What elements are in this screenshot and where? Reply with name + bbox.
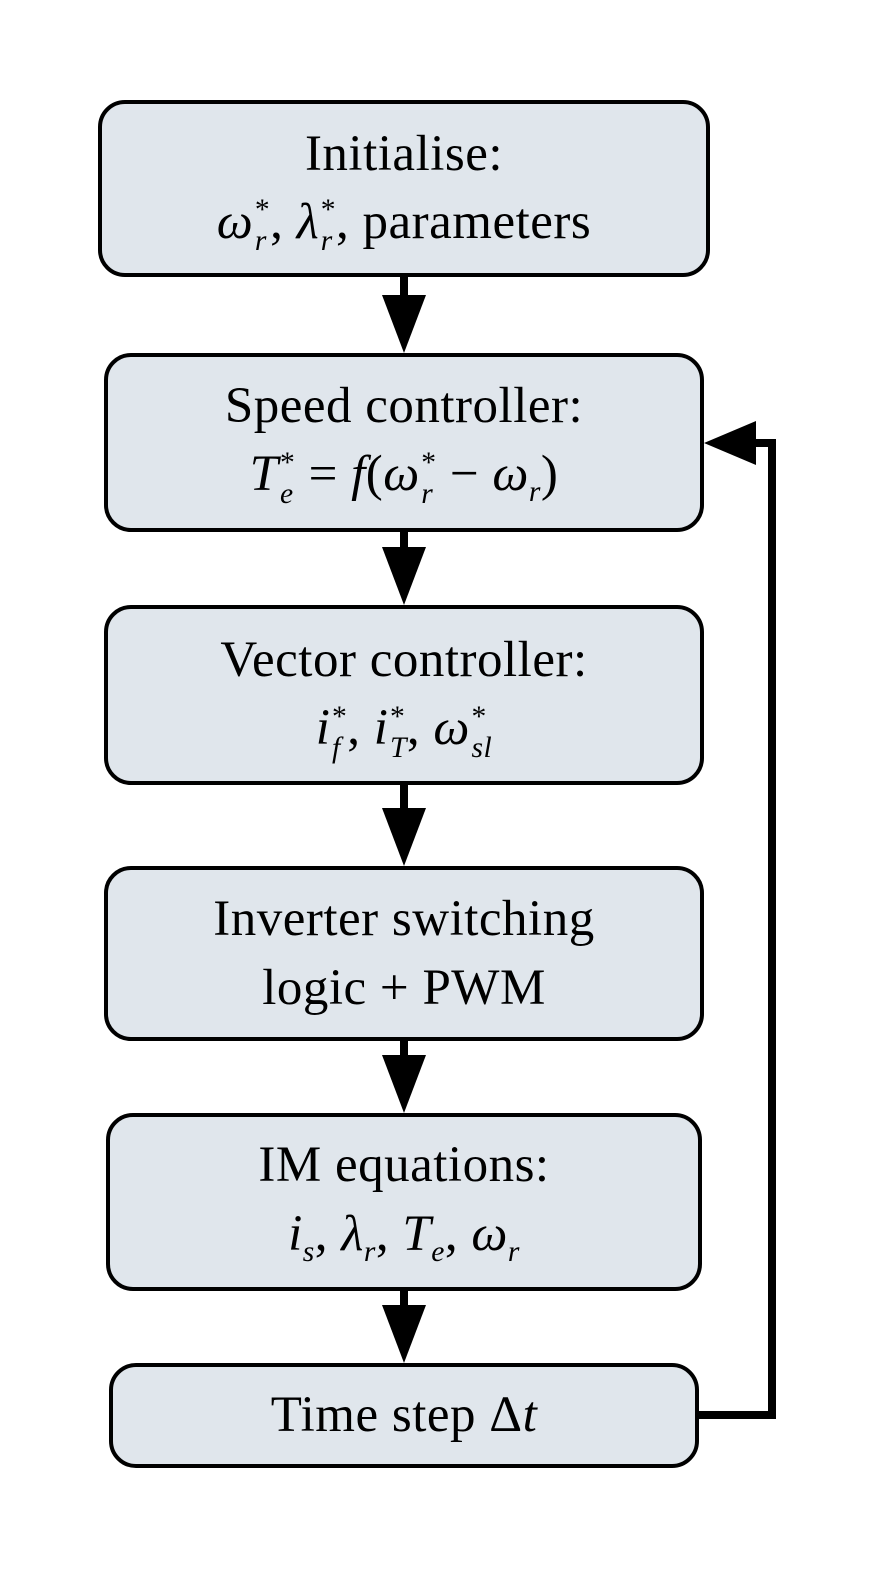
delta-symbol: Δ xyxy=(489,1387,523,1444)
time-symbol: t xyxy=(522,1387,538,1444)
feedback-loop-top-segment xyxy=(748,439,776,447)
vector-math: i*f, i*T, ω*sl xyxy=(315,700,493,764)
im-equations-box: IM equations: is, λr, Te, ωr xyxy=(106,1113,702,1291)
speed-math: T*e = f(ω*r − ωr) xyxy=(249,446,559,510)
arrow-speed-to-vector-line xyxy=(400,532,408,553)
rotor-flux-symbol: λ xyxy=(341,1205,364,1262)
time-step-box: Time step Δt xyxy=(109,1363,699,1468)
lambda-ref-scripts: *r xyxy=(320,194,337,258)
initialise-math: ω*r, λ*r, parameters xyxy=(216,193,592,258)
torque-current-symbol: i xyxy=(373,700,389,757)
torque-ref-symbol: T xyxy=(249,446,279,503)
speed-title: Speed controller: xyxy=(224,377,584,434)
initialise-box: Initialise: ω*r, λ*r, parameters xyxy=(98,100,710,277)
inverter-title-line2: logic + PWM xyxy=(262,959,546,1016)
omega-ref-symbol: ω xyxy=(216,193,254,250)
torque-current-scripts: *T xyxy=(389,700,407,764)
vector-controller-box: Vector controller: i*f, i*T, ω*sl xyxy=(104,605,704,785)
time-step-label: Time step Δt xyxy=(270,1387,538,1444)
im-title: IM equations: xyxy=(258,1137,550,1194)
arrow-im-to-timestep-line xyxy=(400,1291,408,1311)
stator-current-symbol: i xyxy=(288,1205,303,1262)
inverter-title-line1: Inverter switching xyxy=(213,891,595,948)
arrow-down-icon xyxy=(382,808,426,866)
vector-title: Vector controller: xyxy=(220,632,588,689)
arrow-initialise-to-speed-line xyxy=(400,277,408,301)
lambda-ref-symbol: λ xyxy=(296,193,320,250)
torque-symbol: T xyxy=(402,1205,432,1262)
inverter-box: Inverter switching logic + PWM xyxy=(104,866,704,1041)
arrow-vector-to-inverter-line xyxy=(400,785,408,814)
omega-ref-symbol: ω xyxy=(383,446,420,503)
torque-ref-scripts: *e xyxy=(280,446,296,510)
im-math: is, λr, Te, ωr xyxy=(288,1205,520,1268)
slip-speed-scripts: *sl xyxy=(471,700,493,764)
feedback-loop-bottom-segment xyxy=(695,1411,776,1419)
arrow-down-icon xyxy=(382,1305,426,1363)
arrow-down-icon xyxy=(382,547,426,605)
initialise-title: Initialise: xyxy=(304,125,504,182)
feedback-loop-vertical-segment xyxy=(768,439,776,1419)
arrow-left-icon xyxy=(704,421,756,465)
flux-current-scripts: *f xyxy=(331,700,348,764)
rotor-speed-symbol: ω xyxy=(471,1205,508,1262)
flux-current-symbol: i xyxy=(315,700,331,757)
slip-speed-symbol: ω xyxy=(433,700,470,757)
arrow-down-icon xyxy=(382,1055,426,1113)
omega-symbol: ω xyxy=(492,446,529,503)
arrow-down-icon xyxy=(382,295,426,353)
omega-ref-scripts: *r xyxy=(421,446,437,510)
omega-ref-scripts: *r xyxy=(254,194,271,258)
arrow-inverter-to-im-line xyxy=(400,1041,408,1061)
speed-controller-box: Speed controller: T*e = f(ω*r − ωr) xyxy=(104,353,704,532)
